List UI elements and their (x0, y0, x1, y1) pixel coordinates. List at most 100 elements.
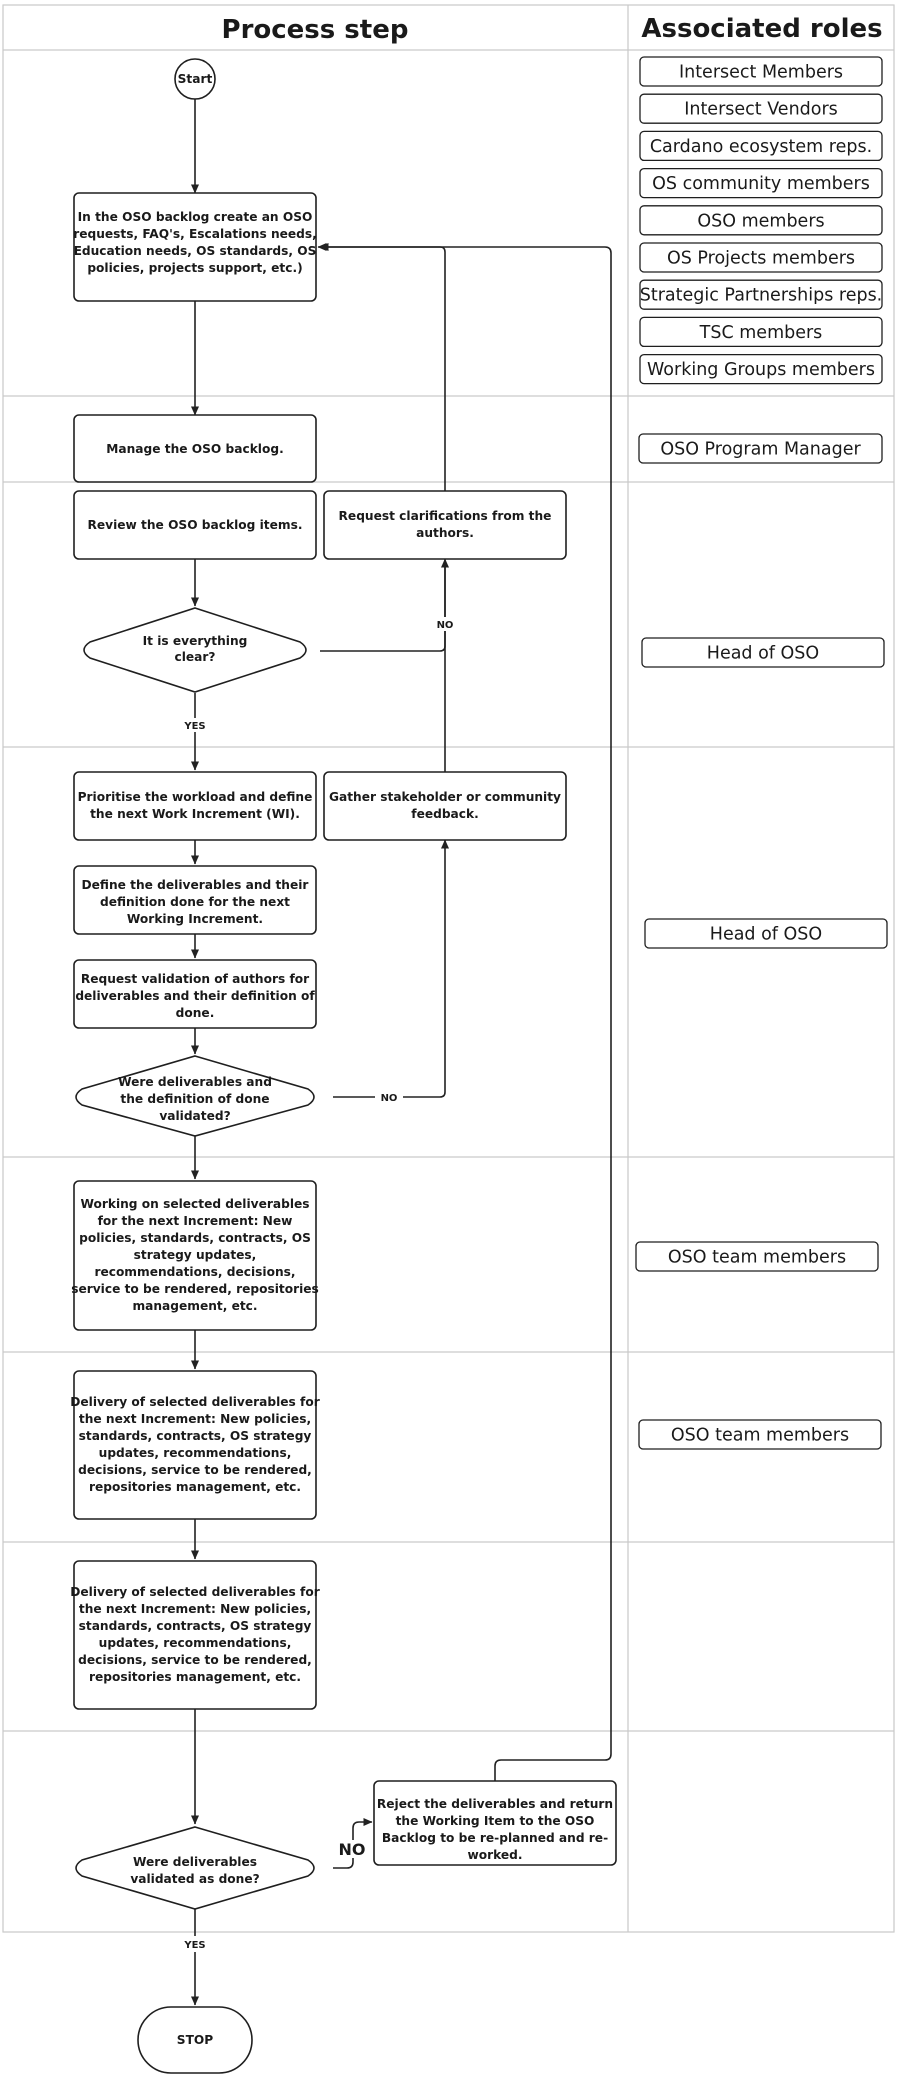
working-on-text-line: service to be rendered, repositories (71, 1282, 319, 1296)
step-delivery-2 (73, 1560, 317, 1710)
role-label: Working Groups members (647, 360, 875, 380)
edge-label-yes-done: YES (183, 1940, 205, 1951)
role-pill (644, 918, 888, 949)
create-request-text-line: Education needs, OS standards, OS (74, 244, 317, 258)
role-pill (639, 242, 883, 273)
prioritise-text-line: the next Work Increment (WI). (90, 807, 300, 821)
delivery-1-text-line: the next Increment: New policies, (79, 1412, 311, 1426)
stop-node (137, 2006, 253, 2074)
edge-label-no-clear: NO (437, 620, 454, 631)
delivery-2-text-line: updates, recommendations, (99, 1636, 292, 1650)
request-validation-text-line: Request validation of authors for (81, 972, 309, 986)
role-pill (639, 279, 883, 310)
create-request-text-line: requests, FAQ's, Escalations needs, (73, 227, 317, 241)
working-on-text-line: Working on selected deliverables (80, 1197, 309, 1211)
role-label: Intersect Vendors (684, 100, 838, 120)
working-on-text-line: policies, standards, contracts, OS (79, 1231, 311, 1245)
associated-roles-header: Associated roles (641, 14, 882, 44)
prioritise-text-line: Prioritise the workload and define (78, 790, 313, 804)
reject-text-line: Reject the deliverables and return (377, 1797, 613, 1811)
role-label: Head of OSO (710, 925, 822, 945)
edge-label-no-done: NO (339, 1840, 366, 1859)
reject-text-line: Backlog to be re-planned and re- (382, 1831, 608, 1845)
role-label: TSC members (699, 323, 823, 343)
delivery-2-text-line: repositories management, etc. (89, 1670, 301, 1684)
delivery-1-text-line: updates, recommendations, (99, 1446, 292, 1460)
role-pill (641, 637, 885, 668)
gather-feedback-text-line: feedback. (411, 807, 478, 821)
define-deliverables-text-line: Working Increment. (127, 912, 263, 926)
step-create-request (73, 192, 317, 302)
step-gather-feedback (323, 771, 567, 841)
role-pill (639, 316, 883, 348)
request-clarifications-text-line: authors. (416, 526, 474, 540)
step-define-deliverables (73, 865, 317, 935)
decision-done-text-line: validated as done? (130, 1872, 259, 1886)
decision-done-text-line: Were deliverables (133, 1855, 257, 1869)
delivery-2-text-line: Delivery of selected deliverables for (70, 1585, 319, 1599)
role-pill (639, 205, 883, 236)
create-request-text-line: policies, projects support, etc.) (87, 261, 302, 275)
edge-label-no-validated: NO (381, 1093, 398, 1104)
delivery-1-text-line: decisions, service to be rendered, (78, 1463, 312, 1477)
flow-connectors (191, 99, 612, 2006)
step-delivery-1 (73, 1370, 317, 1520)
edge-label-yes-clear: YES (183, 721, 205, 732)
request-validation-text-line: done. (176, 1006, 215, 1020)
step-working-on-deliverables (73, 1180, 317, 1331)
role-label: OSO Program Manager (660, 440, 861, 460)
role-label: Intersect Members (679, 63, 843, 83)
delivery-2-text-line: decisions, service to be rendered, (78, 1653, 312, 1667)
working-on-text-line: management, etc. (132, 1299, 257, 1313)
decision-validated-text-line: the definition of done (120, 1092, 269, 1106)
request-clarifications-text-line: Request clarifications from the (339, 509, 552, 523)
start-label: Start (178, 72, 213, 86)
role-pill (635, 1241, 879, 1272)
step-prioritise (73, 771, 317, 841)
working-on-text-line: for the next Increment: New (98, 1214, 293, 1228)
create-request-text-line: In the OSO backlog create an OSO (78, 210, 313, 224)
role-label: Strategic Partnerships reps. (640, 286, 883, 306)
process-step-header: Process step (222, 15, 409, 45)
decision-deliverables-validated (75, 1055, 315, 1137)
role-pill (639, 56, 883, 87)
working-on-text-line: recommendations, decisions, (94, 1265, 295, 1279)
delivery-2-text-line: standards, contracts, OS strategy (79, 1619, 312, 1633)
request-validation-text-line: deliverables and their definition of (75, 989, 315, 1003)
step-reject-deliverables (373, 1780, 617, 1866)
start-node: Start (174, 58, 216, 100)
role-pill (639, 353, 883, 385)
delivery-1-text-line: Delivery of selected deliverables for (70, 1395, 319, 1409)
stop-label: STOP (177, 2033, 213, 2047)
role-label: OSO team members (668, 1248, 846, 1268)
review-items-text-line: Review the OSO backlog items. (88, 518, 303, 532)
role-pill (639, 167, 883, 199)
step-review-items (73, 490, 317, 560)
role-pill (638, 1419, 882, 1450)
role-label: OS Projects members (667, 249, 855, 269)
decision-clear-text-line: clear? (175, 650, 216, 664)
step-request-validation (73, 959, 317, 1029)
reject-text-line: the Working Item to the OSO (396, 1814, 595, 1828)
role-label: OSO team members (671, 1426, 849, 1446)
delivery-2-text-line: the next Increment: New policies, (79, 1602, 311, 1616)
define-deliverables-text-line: definition done for the next (100, 895, 290, 909)
role-pill (638, 433, 883, 464)
role-label: Head of OSO (707, 644, 819, 664)
role-label: OS community members (652, 174, 870, 194)
define-deliverables-text-line: Define the deliverables and their (82, 878, 309, 892)
decision-everything-clear (83, 607, 307, 693)
decision-validated-as-done (75, 1826, 315, 1910)
decision-clear-text-line: It is everything (143, 634, 248, 648)
reject-text-line: worked. (467, 1848, 522, 1862)
decision-validated-text-line: validated? (159, 1109, 230, 1123)
role-label: OSO members (697, 211, 824, 231)
working-on-text-line: strategy updates, (134, 1248, 257, 1262)
delivery-1-text-line: repositories management, etc. (89, 1480, 301, 1494)
delivery-1-text-line: standards, contracts, OS strategy (79, 1429, 312, 1443)
role-pill (639, 130, 883, 162)
gather-feedback-text-line: Gather stakeholder or community (329, 790, 561, 804)
role-pill (639, 93, 883, 124)
role-label: Cardano ecosystem reps. (650, 137, 872, 157)
